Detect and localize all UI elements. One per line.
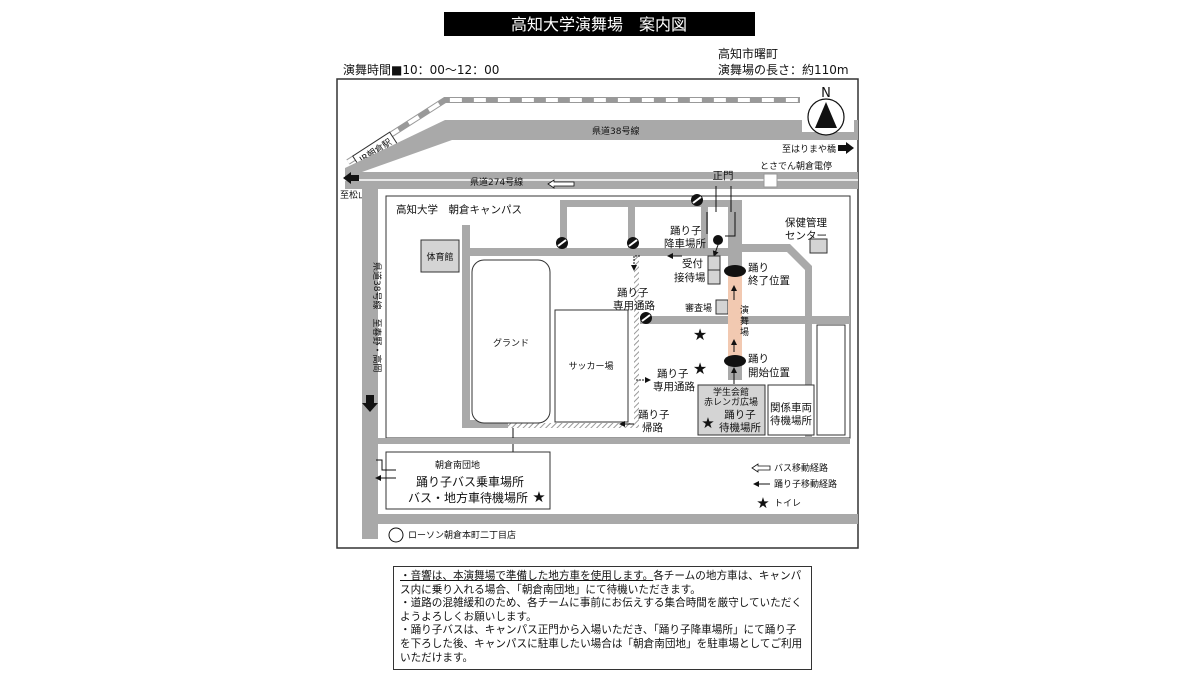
map-title: 高知大学演舞場 案内図 xyxy=(511,15,687,34)
judging-booth xyxy=(715,299,729,315)
road-38 xyxy=(345,120,858,172)
dance-start-label: 踊り xyxy=(748,353,769,365)
reception-label: 接待場 xyxy=(674,271,706,284)
danchi-area xyxy=(385,451,551,510)
arrow-down-icon xyxy=(362,395,378,412)
toilet-icon: ★ xyxy=(532,488,545,506)
location: 高知市曙町 xyxy=(718,46,778,61)
road-38-label: 県道38号線 xyxy=(592,125,639,137)
arrow-right-icon xyxy=(838,142,854,154)
to-matsuyama-label: 至松山 xyxy=(340,189,367,201)
no-entry-icon xyxy=(627,237,639,249)
ground-label: グランド xyxy=(493,337,529,349)
dancer-path-label: 専用通路 xyxy=(653,380,695,393)
stage-label: 場 xyxy=(740,326,749,338)
road-38-vertical-label: 県道38号線 至春野・高岡 xyxy=(371,262,383,372)
stage-label: 舞 xyxy=(740,316,749,327)
toilet-legend-icon: ★ xyxy=(756,494,769,512)
bus-route-legend-icon xyxy=(751,463,771,473)
bus-route-arrow-icon xyxy=(376,459,396,471)
dancer-return-label: 帰路 xyxy=(642,421,663,434)
gym xyxy=(420,239,460,273)
dropoff-label: 降車場所 xyxy=(664,237,706,250)
toilet-icon: ★ xyxy=(701,414,714,432)
toilet-icon: ★ xyxy=(693,359,707,378)
bottom-road xyxy=(378,514,858,524)
svg-text:N: N xyxy=(821,86,831,101)
judging-label: 審査場 xyxy=(685,302,712,314)
legend-dancer-route: 踊り子移動経路 xyxy=(774,478,837,490)
bus-route-arrow-icon xyxy=(547,179,575,189)
danchi-label: 朝倉南団地 xyxy=(435,459,480,471)
health-center-label: 保健管理 xyxy=(785,216,827,229)
tram-stop xyxy=(763,173,778,188)
gym-label: 体育館 xyxy=(426,251,453,263)
bus-route-arrow-icon xyxy=(715,186,732,212)
stage xyxy=(728,271,742,361)
dropoff-label: 踊り子 xyxy=(670,225,702,237)
arrow-left-icon xyxy=(343,172,359,184)
dance-start-label: 開始位置 xyxy=(748,366,790,379)
dancer-path-hatch xyxy=(508,423,634,428)
main-gate-label: 正門 xyxy=(713,170,734,182)
soccer-field xyxy=(554,309,629,423)
reception-label: 受付 xyxy=(682,257,703,270)
stage-label: 演 xyxy=(740,304,749,316)
building xyxy=(816,324,846,436)
compass: N xyxy=(802,86,854,136)
student-hall-label: 赤レンガ広場 xyxy=(704,396,758,408)
stage-length: 演舞場の長さ：約110m xyxy=(718,62,849,77)
vehicle-waiting-label: 待機場所 xyxy=(770,414,812,427)
dance-start-marker xyxy=(724,355,746,367)
bus-boarding-label: 踊り子バス乗車場所 xyxy=(416,475,524,489)
student-hall-label: 学生会館 xyxy=(713,386,749,398)
road-38-vertical xyxy=(362,189,378,539)
reception-booth xyxy=(707,255,721,271)
to-harimaya-label: 至はりまや橋 xyxy=(782,143,836,155)
note-2: ・道路の混雑緩和のため、各チームに事前にお伝えする集合時間を厳守していただくよう… xyxy=(400,597,802,623)
lawson-label: ローソン朝倉本町二丁目店 xyxy=(408,529,516,541)
bus-waiting-label: バス・地方車待機場所 xyxy=(408,490,528,505)
notes-box: ・音響は、本演舞場で準備した地方車を使用します。各チームの地方車は、キャンパス内… xyxy=(393,566,812,670)
lawson-marker xyxy=(388,527,404,543)
note-3: ・踊り子バスは、キャンパス正門から入場いただき、「踊り子降車場所」にて踊り子を下… xyxy=(400,624,803,664)
dancer-waiting-label: 待機場所 xyxy=(719,421,761,434)
soccer-label: サッカー場 xyxy=(568,360,613,372)
note-1-underlined: ・音響は、本演舞場で準備した地方車を使用します。 xyxy=(400,570,654,582)
dance-end-marker xyxy=(724,265,746,277)
vehicle-waiting-area xyxy=(767,384,815,436)
dance-end-label: 終了位置 xyxy=(748,274,790,287)
dancer-path-label: 踊り子 xyxy=(657,368,689,380)
dancer-path-hatch xyxy=(634,256,639,428)
no-entry-icon xyxy=(640,312,652,324)
tram-stop-label: とさでん朝倉電停 xyxy=(760,160,832,172)
dancer-waiting-label: 踊り子 xyxy=(724,409,756,421)
toilet-icon: ★ xyxy=(693,325,707,344)
note-1: 各チームの地方車は、キャンパス内に乗り入れる場合、「朝倉南団地」にて待機いただき… xyxy=(400,570,802,596)
dancer-return-label: 踊り子 xyxy=(638,409,670,421)
dance-end-label: 踊り xyxy=(748,262,769,274)
no-entry-icon xyxy=(556,237,568,249)
road-274-label: 県道274号線 xyxy=(470,176,523,188)
road xyxy=(378,438,850,444)
legend-bus-route: バス移動経路 xyxy=(774,462,828,474)
student-hall xyxy=(697,384,766,436)
dropoff-point xyxy=(713,235,723,245)
schedule: 演舞時間■10：00～12：00 xyxy=(343,62,499,77)
ground xyxy=(471,259,551,424)
legend: バス移動経路 踊り子移動経路 ★ トイレ xyxy=(751,462,837,512)
health-center xyxy=(809,238,828,254)
no-entry-icon xyxy=(691,194,703,206)
dancer-path-label: 専用通路 xyxy=(613,299,655,312)
vehicle-waiting-label: 関係車両 xyxy=(770,401,812,414)
legend-toilet: トイレ xyxy=(774,499,801,509)
campus-label: 高知大学 朝倉キャンパス xyxy=(396,203,522,216)
title-bar xyxy=(444,12,755,36)
dancer-path-label: 踊り子 xyxy=(617,287,649,299)
